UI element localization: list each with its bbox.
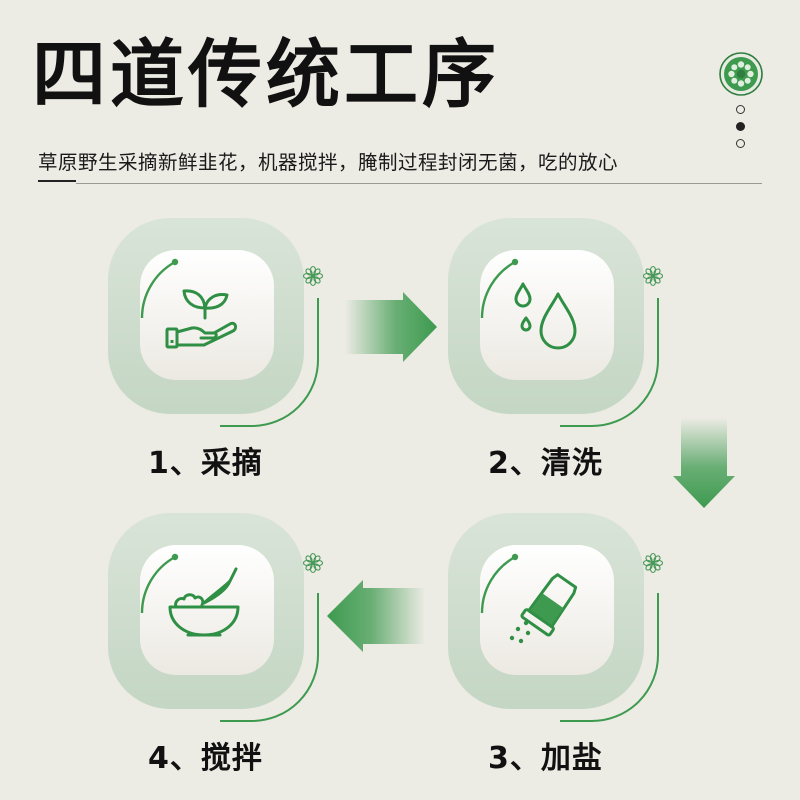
decor-dot-2 [736,122,745,131]
step-4-tile: 4、搅拌 [100,505,360,776]
step-1-tile: 1、采摘 [100,210,360,481]
water-drops-icon [514,282,577,350]
step-2-label: 2、清洗 [488,446,603,481]
arrow-down [673,418,735,508]
mixing-bowl-whisk-icon [168,567,240,637]
decor-dot-1 [736,105,745,114]
step-3-tile: 3、加盐 [440,505,700,776]
hand-sprout-icon [165,289,238,349]
step-3-label: 3、加盐 [488,741,603,776]
step-2-tile: 2、清洗 [440,210,700,481]
subtitle-accent-line [38,180,76,182]
page-subtitle: 草原野生采摘新鲜韭花，机器搅拌，腌制过程封闭无菌，吃的放心 [38,151,619,174]
arrow-right [345,292,437,362]
green-flower-badge-icon [719,52,763,96]
step-4-label: 4、搅拌 [148,741,263,776]
decor-dot-3 [736,139,745,148]
subtitle-divider-line [76,183,762,184]
arrow-left [327,580,425,652]
step-1-label: 1、采摘 [148,446,263,481]
salt-shaker-icon [509,573,578,644]
page-title: 四道传统工序 [32,32,500,118]
